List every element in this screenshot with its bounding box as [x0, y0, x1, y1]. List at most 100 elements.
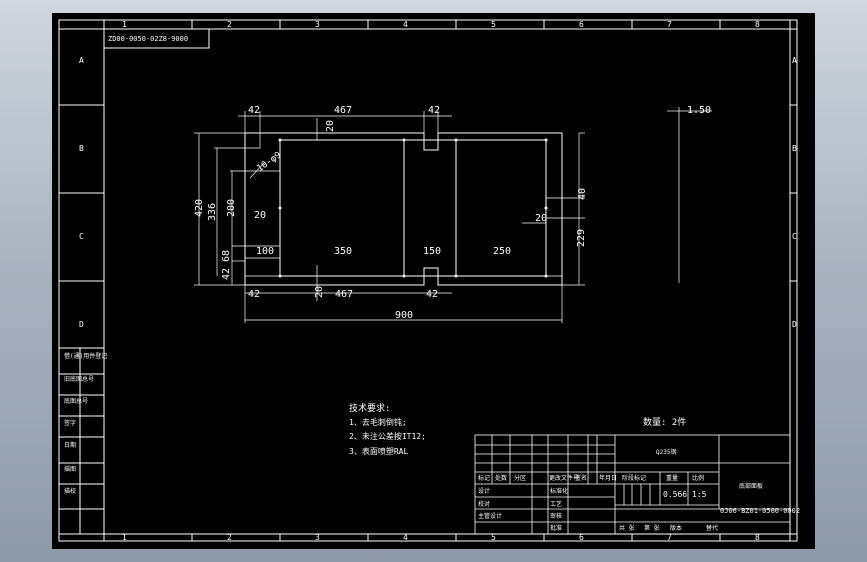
- dim-text: 42: [428, 105, 440, 116]
- col-label: 7: [667, 533, 672, 542]
- cad-drawing-viewport[interactable]: 1 2 3 4 5 6 7 8 1 2 3 4 5 6 7 8 A B C D …: [52, 13, 815, 549]
- dim-text: 250: [493, 246, 511, 257]
- dim-text: 350: [334, 246, 352, 257]
- tech-req-item: 1、去毛刺倒钝;: [349, 417, 407, 427]
- dim-text: 200: [226, 199, 237, 217]
- quantity-note: 数量: 2件: [643, 416, 686, 428]
- col-label: 7: [667, 20, 672, 29]
- tb-role: 主管设计: [478, 512, 502, 520]
- dim-text: 68: [221, 250, 232, 262]
- col-label: 8: [755, 20, 760, 29]
- hole: [402, 138, 406, 142]
- thickness-dim: 1.50: [687, 105, 711, 116]
- dim-text: 20: [535, 213, 547, 224]
- stage-label: 阶段标记: [622, 474, 646, 482]
- column-dividers: [191, 20, 721, 541]
- row-label: D: [792, 320, 797, 329]
- side-table: [58, 347, 105, 535]
- col-label: 6: [579, 20, 584, 29]
- row-label: B: [792, 144, 797, 153]
- dim-text: 467: [334, 105, 352, 116]
- dim-text: 229: [576, 229, 587, 247]
- tech-req-item: 2、未注公差按IT12;: [349, 431, 426, 441]
- tb-role: 设计: [478, 487, 490, 495]
- hole: [278, 206, 282, 210]
- drawing-sheet: 1 2 3 4 5 6 7 8 1 2 3 4 5 6 7 8 A B C D …: [58, 19, 800, 542]
- dim-text: 420: [194, 199, 205, 217]
- side-table-label: 借(通)用件登记: [64, 352, 107, 360]
- side-table-label: 底图总号: [64, 397, 88, 405]
- tb-bottom: 替代: [706, 524, 718, 532]
- row-label: B: [79, 144, 84, 153]
- dimension-lines: [194, 107, 712, 323]
- col-label: 6: [579, 533, 584, 542]
- part-name: 底部面板: [739, 482, 763, 490]
- row-labels: A B C D A B C D: [79, 56, 797, 329]
- tb-role: 校对: [478, 500, 490, 508]
- tb-header: 标记: [478, 474, 490, 482]
- col-label: 2: [227, 20, 232, 29]
- column-labels-bottom: 1 2 3 4 5 6 7 8: [122, 533, 760, 542]
- dim-text: 42: [426, 289, 438, 300]
- dim-text: 20: [325, 120, 336, 132]
- column-labels-top: 1 2 3 4 5 6 7 8: [122, 20, 760, 29]
- dim-text: 336: [207, 203, 218, 221]
- dimension-texts: 42 467 42 20 10-φ9 420 336 200 20 100 35…: [194, 105, 711, 321]
- dim-text: 467: [335, 289, 353, 300]
- dim-text: 20: [254, 210, 266, 221]
- tb-header: 签名: [575, 474, 587, 482]
- weight-label: 重量: [666, 474, 678, 482]
- row-label: C: [79, 232, 84, 241]
- dim-text: 40: [577, 188, 588, 200]
- tb-header: 分区: [514, 474, 526, 482]
- side-table-label: 描校: [64, 487, 76, 495]
- row-dividers: [59, 104, 797, 282]
- row-label: A: [792, 56, 797, 65]
- row-label: C: [792, 232, 797, 241]
- title-block: [474, 434, 791, 535]
- col-label: 8: [755, 533, 760, 542]
- tb-header: 更改文件号: [549, 474, 579, 482]
- col-label: 3: [315, 533, 320, 542]
- tb-bottom: 版本: [670, 524, 682, 532]
- col-label: 4: [403, 20, 408, 29]
- dim-text: 42: [248, 289, 260, 300]
- tb-role: 审核: [550, 512, 562, 520]
- row-label: D: [79, 320, 84, 329]
- weight-value: 0.566: [663, 490, 687, 499]
- side-table-label: 描图: [64, 465, 76, 473]
- hole: [454, 138, 458, 142]
- tech-requirements: 技术要求: 1、去毛刺倒钝; 2、未注公差按IT12; 3、表面喷塑RAL: [349, 402, 426, 456]
- scale-label: 比例: [692, 474, 704, 482]
- tb-role: 批准: [550, 524, 562, 532]
- col-label: 1: [122, 20, 127, 29]
- tb-bottom: 共 张: [619, 524, 635, 532]
- col-label: 4: [403, 533, 408, 542]
- col-label: 5: [491, 20, 496, 29]
- tb-header: 处数: [495, 474, 507, 482]
- material: Q235钢: [656, 448, 676, 456]
- hole: [544, 206, 548, 210]
- row-label: A: [79, 56, 84, 65]
- dim-text: 42: [248, 105, 260, 116]
- dim-text: 42: [221, 268, 232, 280]
- drawing-number: 0J06-BZ01-0500-0002: [720, 507, 800, 515]
- side-table-labels: 借(通)用件登记 旧底图总号 底图总号 签字 日期 描图 描校: [64, 352, 107, 495]
- tech-req-title: 技术要求:: [349, 402, 390, 414]
- drawing-number-box: [103, 28, 210, 49]
- dim-text: 900: [395, 310, 413, 321]
- drawing-number-top: ZD00-0050-02Z8-9000: [108, 35, 188, 43]
- col-label: 2: [227, 533, 232, 542]
- hole: [278, 138, 282, 142]
- col-label: 5: [491, 533, 496, 542]
- side-table-label: 旧底图总号: [64, 375, 94, 383]
- part-outline: [244, 132, 563, 286]
- side-table-label: 日期: [64, 441, 76, 449]
- tb-bottom: 第 张: [644, 524, 660, 532]
- scale-value: 1:5: [692, 490, 707, 499]
- hole-callout: 10-φ9: [255, 150, 283, 174]
- tech-req-item: 3、表面喷塑RAL: [349, 446, 408, 456]
- tb-role: 工艺: [550, 500, 562, 508]
- col-label: 3: [315, 20, 320, 29]
- tb-header: 年月日: [599, 474, 617, 482]
